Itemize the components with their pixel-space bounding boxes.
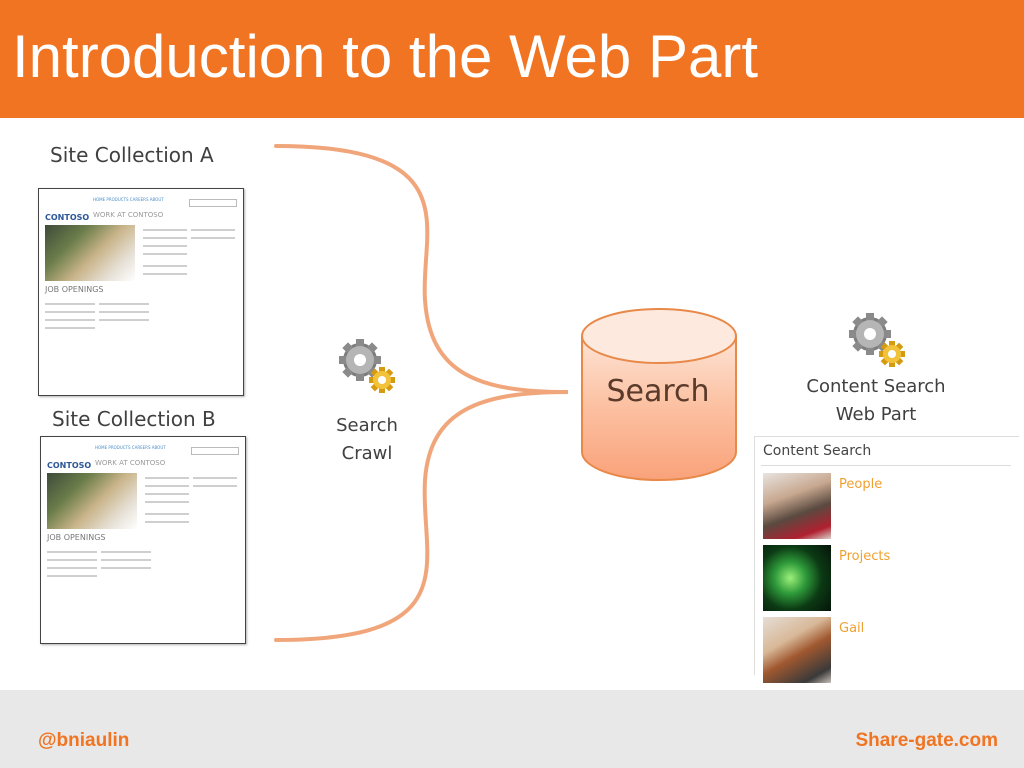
gail-thumbnail	[763, 617, 831, 683]
content-search-web-part-line2: Web Part	[835, 404, 917, 425]
site-collection-b-label: Site Collection B	[52, 407, 216, 431]
search-crawl-line2: Crawl	[341, 443, 393, 464]
content-search-item-gail[interactable]: Gail	[839, 621, 865, 636]
search-database-icon	[581, 308, 737, 481]
content-search-item-projects[interactable]: Projects	[839, 549, 891, 564]
thumbnail-photo	[47, 473, 137, 529]
thumbnail-photo	[45, 225, 135, 281]
gear-icon	[849, 313, 905, 367]
search-crawl-line1: Search	[336, 415, 398, 436]
content-search-web-part-label: Content Search Web Part	[790, 373, 962, 429]
search-database-label: Search	[606, 374, 710, 409]
people-thumbnail	[763, 473, 831, 539]
search-crawl-label: Search Crawl	[320, 412, 414, 468]
thumbnail-search-box	[191, 447, 239, 455]
site-collection-a-label: Site Collection A	[50, 143, 214, 167]
gear-icon	[339, 339, 395, 393]
thumbnail-logo: CONTOSO	[47, 461, 92, 470]
thumbnail-jobs: JOB OPENINGS	[45, 285, 104, 294]
content-search-web-part-line1: Content Search	[806, 376, 946, 397]
slide-title: Introduction to the Web Part	[12, 23, 758, 90]
thumbnail-heading: WORK AT CONTOSO	[93, 211, 164, 219]
footer-bar: @bniaulin Share-gate.com	[0, 690, 1024, 768]
thumbnail-heading: WORK AT CONTOSO	[95, 459, 166, 467]
site-collection-a-thumbnail: HOME PRODUCTS CAREERS ABOUT CONTOSO WORK…	[38, 188, 244, 396]
thumbnail-search-box	[189, 199, 237, 207]
thumbnail-logo: CONTOSO	[45, 213, 90, 222]
thumbnail-nav: HOME PRODUCTS CAREERS ABOUT	[95, 445, 166, 450]
projects-thumbnail	[763, 545, 831, 611]
thumbnail-nav: HOME PRODUCTS CAREERS ABOUT	[93, 197, 164, 202]
footer-site: Share-gate.com	[855, 730, 998, 751]
site-collection-b-thumbnail: HOME PRODUCTS CAREERS ABOUT CONTOSO WORK…	[40, 436, 246, 644]
content-search-item-people[interactable]: People	[839, 477, 883, 492]
title-bar: Introduction to the Web Part	[0, 0, 1024, 118]
panel-divider	[761, 465, 1011, 466]
footer-handle: @bniaulin	[38, 730, 130, 751]
thumbnail-jobs: JOB OPENINGS	[47, 533, 106, 542]
content-search-panel-title: Content Search	[763, 443, 872, 459]
content-search-panel: Content Search People Projects Gail	[754, 436, 1019, 683]
